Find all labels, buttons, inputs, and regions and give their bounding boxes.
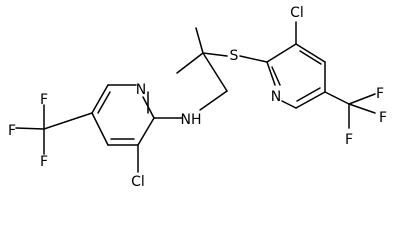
bond <box>296 87 321 102</box>
bonds <box>15 21 376 173</box>
bond <box>199 90 228 111</box>
atom-label-cl: Cl <box>290 5 304 21</box>
bond <box>195 27 204 54</box>
atom-label-f: F <box>345 132 353 148</box>
bond <box>176 52 204 74</box>
bond <box>91 84 109 114</box>
atom-label-f: F <box>376 86 384 102</box>
atom-labels: F F F N NH Cl S Cl N F F F <box>8 5 387 190</box>
bond <box>43 112 93 130</box>
bond <box>137 117 155 146</box>
bond <box>266 61 276 86</box>
bond <box>239 55 268 63</box>
atom-label-f: F <box>8 123 16 139</box>
bond <box>324 91 350 105</box>
bond <box>202 52 228 92</box>
bond <box>266 43 297 63</box>
bond <box>202 52 228 57</box>
bond <box>348 103 376 114</box>
bond <box>281 100 297 109</box>
bond <box>97 91 111 114</box>
atom-label-f: F <box>379 110 387 126</box>
atom-label-nh: NH <box>181 112 202 128</box>
bond <box>295 43 326 63</box>
bond <box>295 91 326 109</box>
atom-label-n: N <box>136 82 146 98</box>
bond <box>91 112 109 146</box>
bond <box>299 50 322 65</box>
atom-label-f: F <box>40 154 48 170</box>
atom-label-s: S <box>230 48 239 64</box>
bond <box>271 66 281 86</box>
bond <box>15 127 45 130</box>
atom-label-f: F <box>40 92 48 108</box>
bond <box>348 93 376 105</box>
atom-label-cl: Cl <box>131 174 145 190</box>
molecule-structure: F F F N NH Cl S Cl N F F F <box>8 5 387 190</box>
atom-label-n: N <box>271 89 281 105</box>
